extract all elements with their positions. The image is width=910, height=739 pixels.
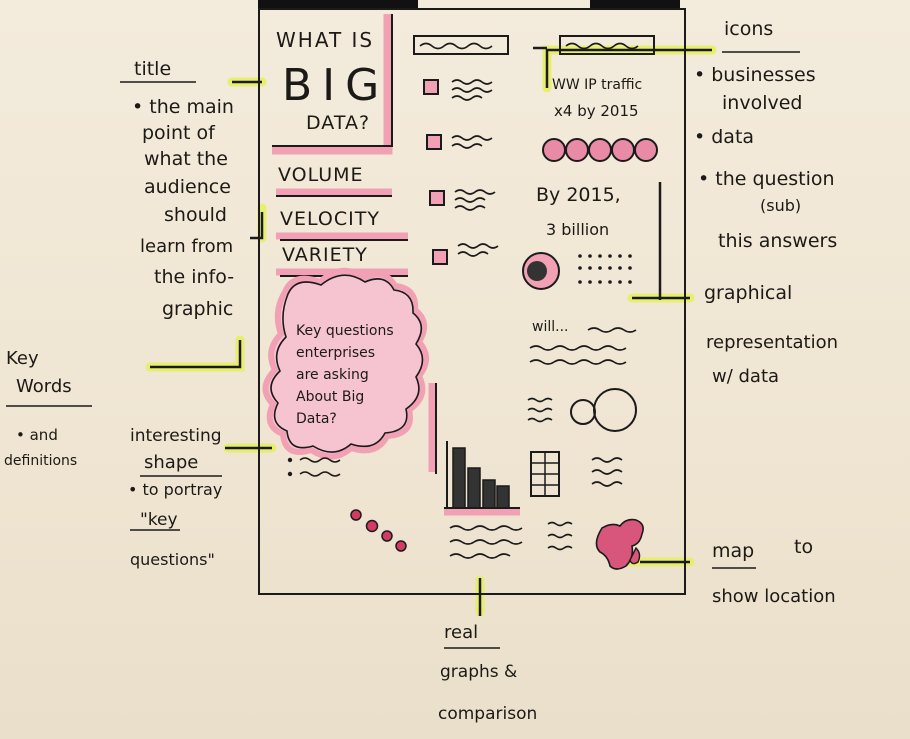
keyword-volume: VOLUME xyxy=(278,164,364,186)
annotation-icons-desc-6: this answers xyxy=(718,230,838,252)
annotation-shape-2: shape xyxy=(144,452,199,473)
annotation-icons-label: icons xyxy=(724,18,774,40)
stat-by-2015: By 2015, xyxy=(536,184,621,206)
annotation-bottom-2: graphs & xyxy=(440,662,518,682)
annotation-keywords-desc-1: • and xyxy=(16,426,58,444)
annotation-graphical-3: w/ data xyxy=(712,366,780,387)
annotation-title-desc-3: what the xyxy=(144,148,228,170)
infographic-sheet xyxy=(258,8,686,595)
annotation-icons-desc-3: • data xyxy=(694,126,755,148)
tape-left xyxy=(258,0,418,8)
annotation-bottom-1: real xyxy=(444,622,479,643)
annotation-map-3: show location xyxy=(712,586,836,607)
annotation-keywords-label-2: Words xyxy=(16,376,72,397)
cloud-line-5: Data? xyxy=(296,411,337,427)
annotation-icons-desc-4: • the question xyxy=(698,168,835,190)
annotation-title-desc-4: audience xyxy=(144,176,231,198)
annotation-title-desc-7: the info- xyxy=(154,266,235,288)
cloud-line-3: are asking xyxy=(296,367,369,383)
annotation-shape-3: • to portray xyxy=(128,480,223,499)
stat-will: will... xyxy=(532,319,569,335)
title-data: DATA? xyxy=(306,112,371,134)
annotation-icons-desc-2: involved xyxy=(722,92,803,114)
annotation-title-desc-1: • the main xyxy=(132,96,234,118)
keyword-variety: VARIETY xyxy=(282,244,368,266)
annotation-icons-desc-1: • businesses xyxy=(694,64,816,86)
annotation-title-desc-5: should xyxy=(164,204,227,226)
stat-3-billion: 3 billion xyxy=(546,220,610,239)
annotation-bottom-3: comparison xyxy=(438,704,538,724)
annotation-title-desc-6: learn from xyxy=(140,236,234,257)
annotation-keywords-desc-2: definitions xyxy=(4,453,78,469)
stat-ip-traffic: WW IP traffic xyxy=(552,77,643,93)
annotation-map-2: to xyxy=(794,536,814,558)
cloud-line-4: About Big xyxy=(296,389,365,405)
cloud-line-2: enterprises xyxy=(296,345,376,361)
annotation-icons-desc-5: (sub) xyxy=(760,196,802,215)
annotation-title-desc-8: graphic xyxy=(162,298,234,320)
annotation-graphical-2: representation xyxy=(706,332,839,353)
annotation-graphical-1: graphical xyxy=(704,282,793,304)
title-what-is: WHAT IS xyxy=(276,28,375,52)
annotation-map-1: map xyxy=(712,540,755,562)
title-big: BIG xyxy=(282,60,390,111)
annotation-shape-1: interesting xyxy=(130,426,222,446)
annotation-keywords-label-1: Key xyxy=(6,348,39,369)
annotation-title-desc-2: point of xyxy=(142,122,215,144)
stat-x4: x4 by 2015 xyxy=(554,102,639,120)
annotation-shape-5: questions" xyxy=(130,550,215,569)
annotation-shape-4: "key xyxy=(140,510,178,530)
annotation-title-label: title xyxy=(134,58,172,80)
cloud-line-1: Key questions xyxy=(296,323,394,339)
keyword-velocity: VELOCITY xyxy=(280,208,380,230)
tape-right xyxy=(590,0,680,8)
